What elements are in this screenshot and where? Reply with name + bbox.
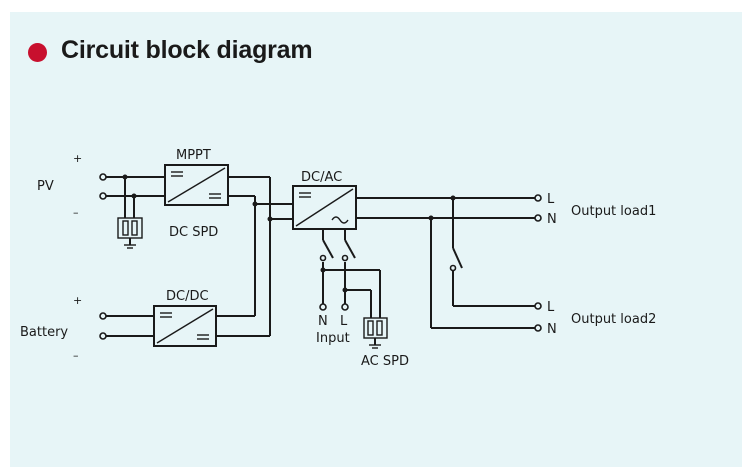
spd-devices — [117, 217, 388, 339]
dc-spd-element-1 — [122, 220, 129, 236]
block-symbols — [156, 167, 354, 344]
junctions — [122, 174, 456, 293]
load2-switch-contact — [449, 264, 457, 272]
dc-spd-box — [117, 217, 143, 239]
pv-plus-sign: + — [73, 152, 82, 165]
wires — [103, 176, 535, 345]
ground-symbols — [124, 244, 381, 349]
load2-l-label: L — [547, 300, 555, 315]
input-l-label: L — [340, 314, 348, 329]
pv-plus-terminal — [99, 173, 107, 181]
battery-label: Battery — [20, 325, 68, 340]
input-l-switch-contact — [341, 254, 349, 262]
load1-n-terminal — [534, 214, 542, 222]
battery-minus-terminal — [99, 332, 107, 340]
input-n-switch-contact — [319, 254, 327, 262]
load2-l-terminal — [534, 302, 542, 310]
load2-switch-blade — [452, 247, 463, 269]
pv-minus-sign: – — [73, 206, 79, 219]
terminals — [99, 173, 542, 340]
pv-label: PV — [37, 179, 54, 194]
mppt-label: MPPT — [176, 148, 211, 163]
input-n-label: N — [318, 314, 328, 329]
ac-spd-element-1 — [367, 320, 374, 336]
ac-spd-element-2 — [376, 320, 383, 336]
battery-minus-sign: – — [73, 349, 79, 362]
output-load2-label: Output load2 — [571, 312, 656, 327]
page-title: Circuit block diagram — [61, 36, 313, 64]
input-n-switch-blade — [322, 239, 334, 259]
title-bullet-icon — [28, 43, 47, 62]
diagram-panel — [10, 12, 742, 467]
output-load1-label: Output load1 — [571, 204, 656, 219]
dc-spd-element-2 — [131, 220, 138, 236]
input-n-terminal — [319, 303, 327, 311]
battery-plus-sign: + — [73, 294, 82, 307]
load2-n-label: N — [547, 322, 557, 337]
load2-n-terminal — [534, 324, 542, 332]
input-l-terminal — [341, 303, 349, 311]
ac-spd-label: AC SPD — [361, 354, 409, 369]
load1-n-label: N — [547, 212, 557, 227]
load1-l-label: L — [547, 192, 555, 207]
input-l-switch-blade — [344, 239, 356, 259]
dc-spd-label: DC SPD — [169, 225, 218, 240]
input-label: Input — [316, 331, 350, 346]
dcdc-label: DC/DC — [166, 289, 209, 304]
load1-l-terminal — [534, 194, 542, 202]
pv-minus-terminal — [99, 192, 107, 200]
dcac-label: DC/AC — [301, 170, 342, 185]
battery-plus-terminal — [99, 312, 107, 320]
